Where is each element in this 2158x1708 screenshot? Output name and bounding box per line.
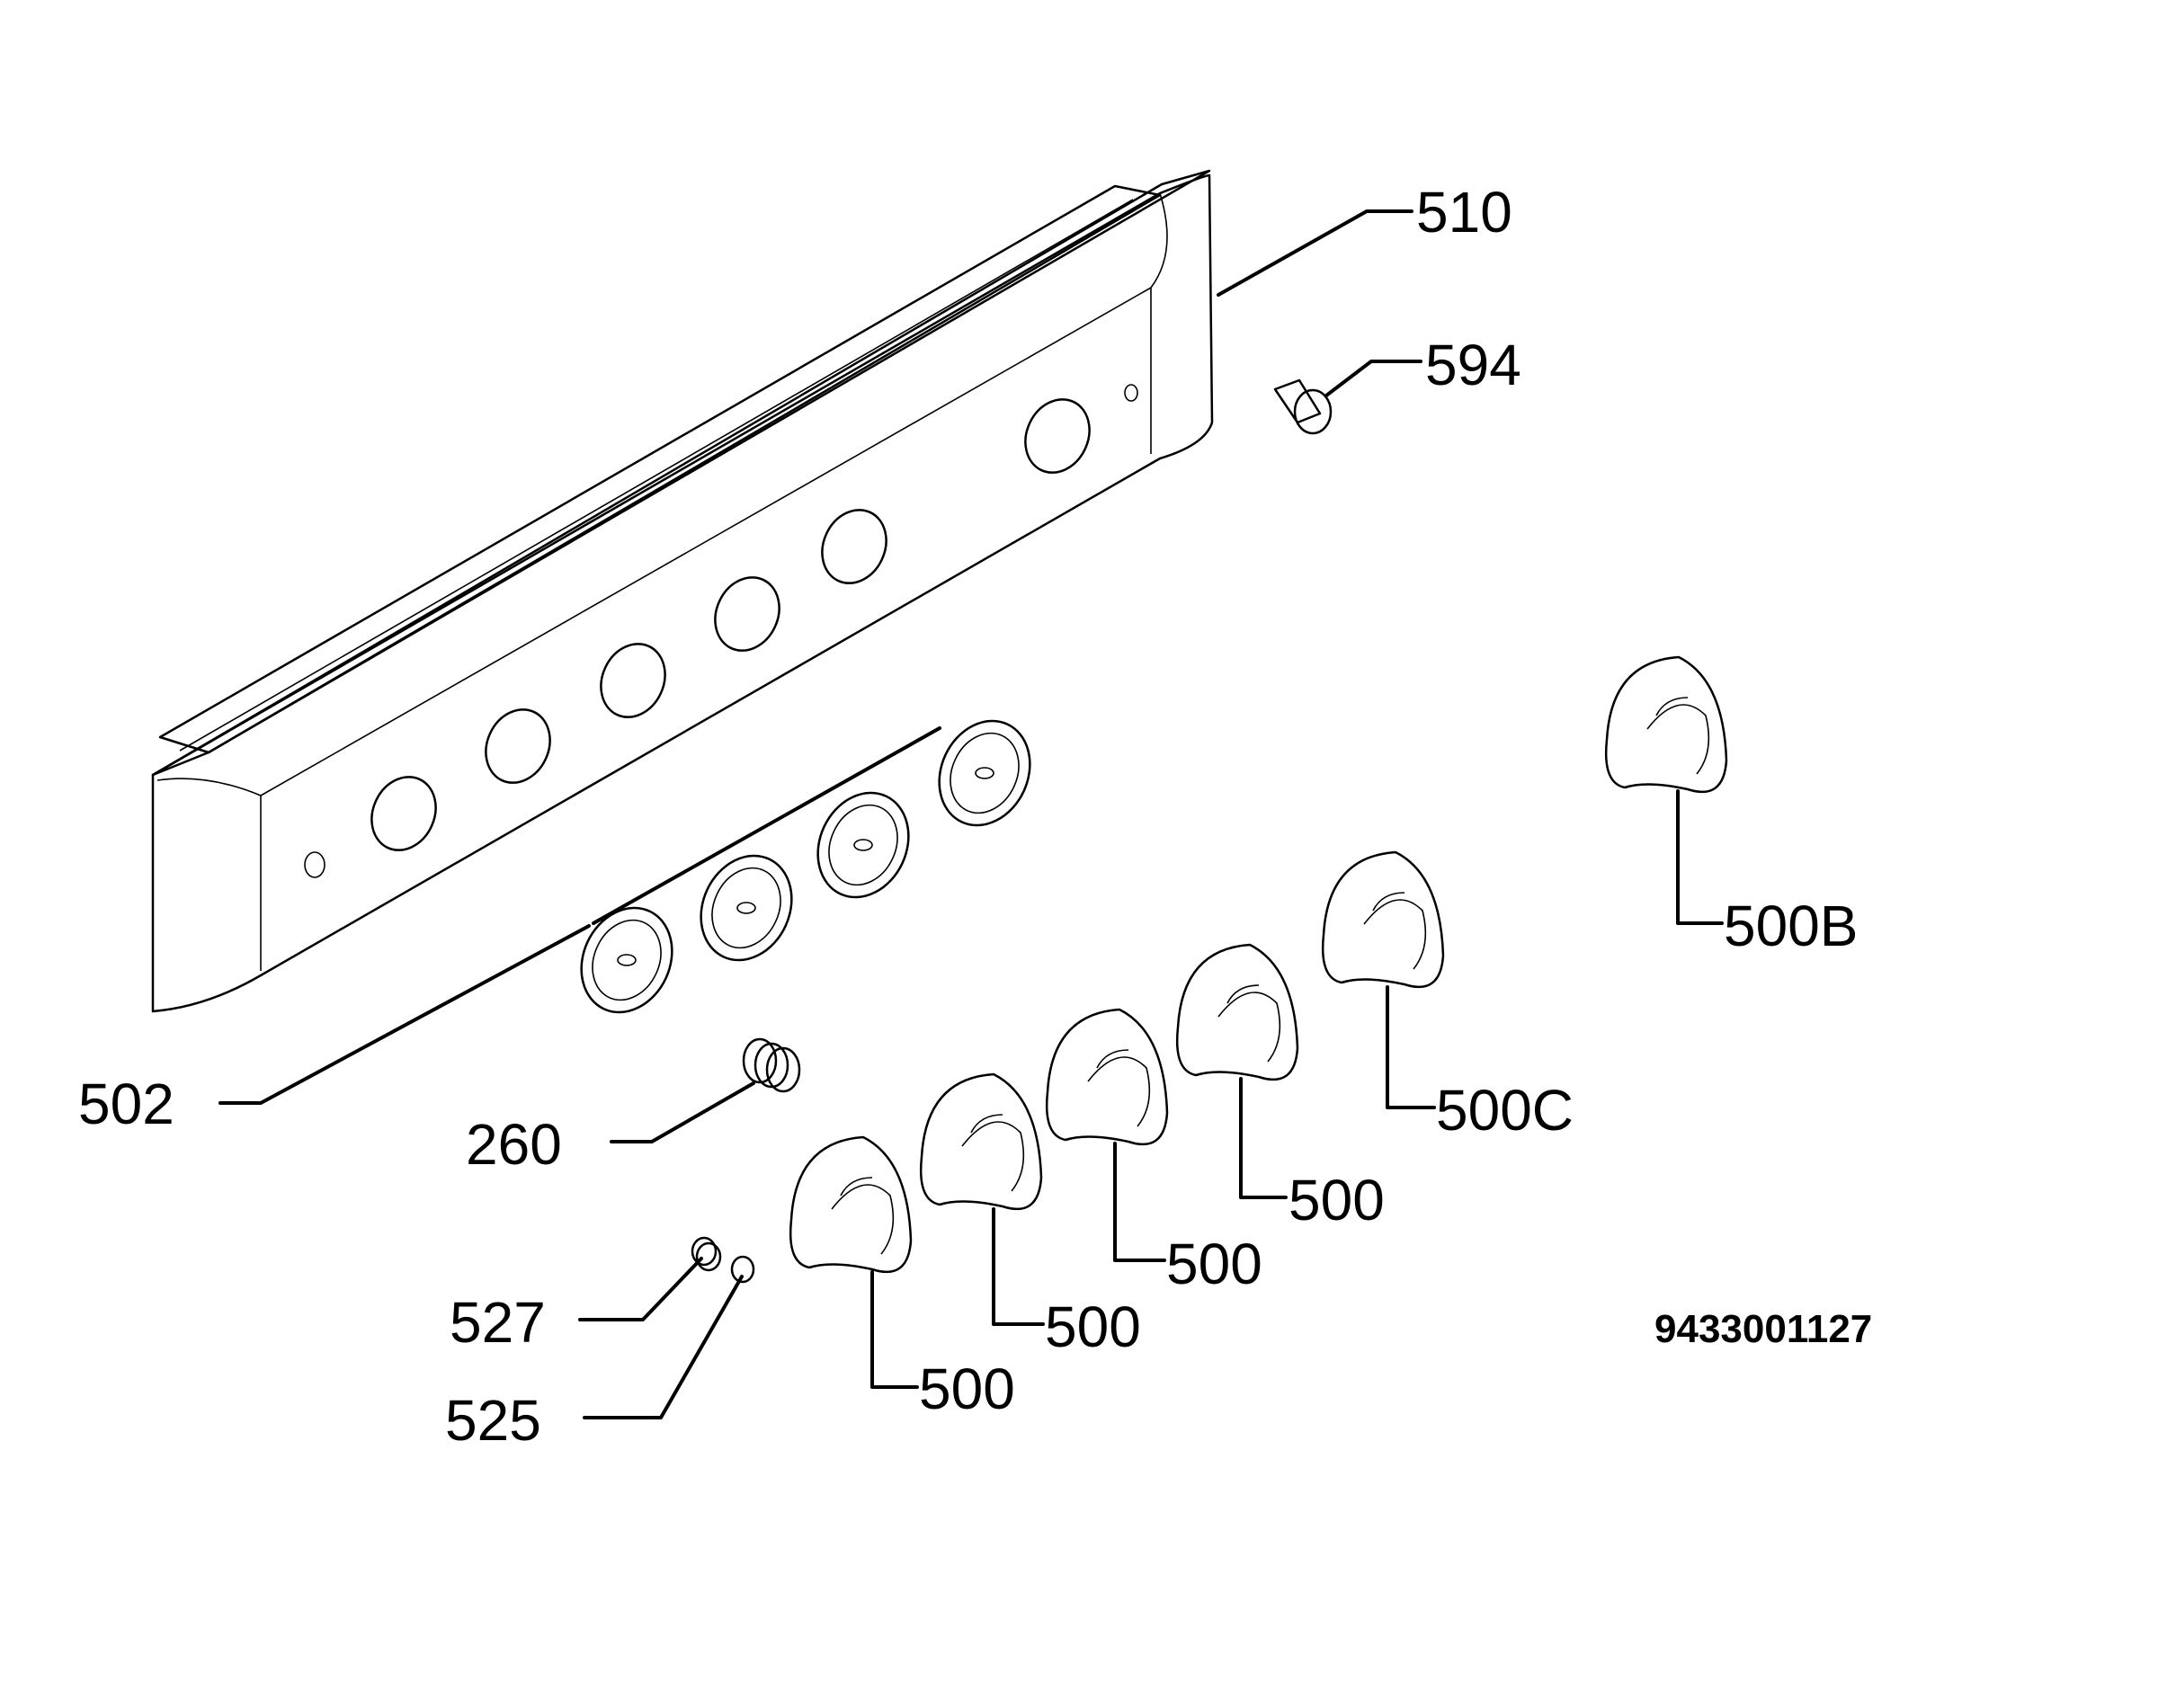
callout-502: 502 bbox=[78, 1072, 174, 1136]
leader-lines bbox=[218, 209, 1724, 1419]
bezel-rings-502 bbox=[580, 719, 1031, 1014]
callout-500B: 500B bbox=[1724, 894, 1858, 958]
callout-500: 500 bbox=[1166, 1232, 1262, 1296]
callout-500C: 500C bbox=[1436, 1078, 1574, 1143]
callout-525: 525 bbox=[445, 1388, 541, 1453]
bezel-ring bbox=[580, 906, 673, 1014]
callout-594: 594 bbox=[1425, 333, 1521, 397]
pin-525 bbox=[730, 1255, 755, 1284]
bezel-ring bbox=[816, 791, 910, 899]
callout-500: 500 bbox=[1289, 1168, 1385, 1232]
knob-500-2 bbox=[920, 1072, 1043, 1211]
callout-527: 527 bbox=[450, 1290, 546, 1355]
spring-260 bbox=[742, 1037, 801, 1093]
callout-labels: 510 594 502 260 527 525 500 500 500 500 … bbox=[78, 180, 1872, 1453]
plug-594 bbox=[1273, 378, 1333, 435]
bezel-ring bbox=[700, 854, 793, 962]
drawing-number: 9433001127 bbox=[1654, 1307, 1872, 1351]
control-panel-510 bbox=[151, 169, 1214, 1013]
callout-260: 260 bbox=[466, 1112, 562, 1177]
callout-510: 510 bbox=[1416, 180, 1512, 245]
knob-500-1 bbox=[789, 1135, 913, 1274]
knob-500B bbox=[1605, 655, 1728, 794]
knob-500-4 bbox=[1176, 943, 1299, 1081]
callout-500: 500 bbox=[919, 1357, 1015, 1421]
callout-500: 500 bbox=[1045, 1294, 1141, 1359]
bezel-ring bbox=[938, 719, 1031, 827]
knob-500C bbox=[1322, 850, 1445, 989]
knob-500-3 bbox=[1046, 1008, 1169, 1146]
pin-527 bbox=[691, 1236, 722, 1272]
